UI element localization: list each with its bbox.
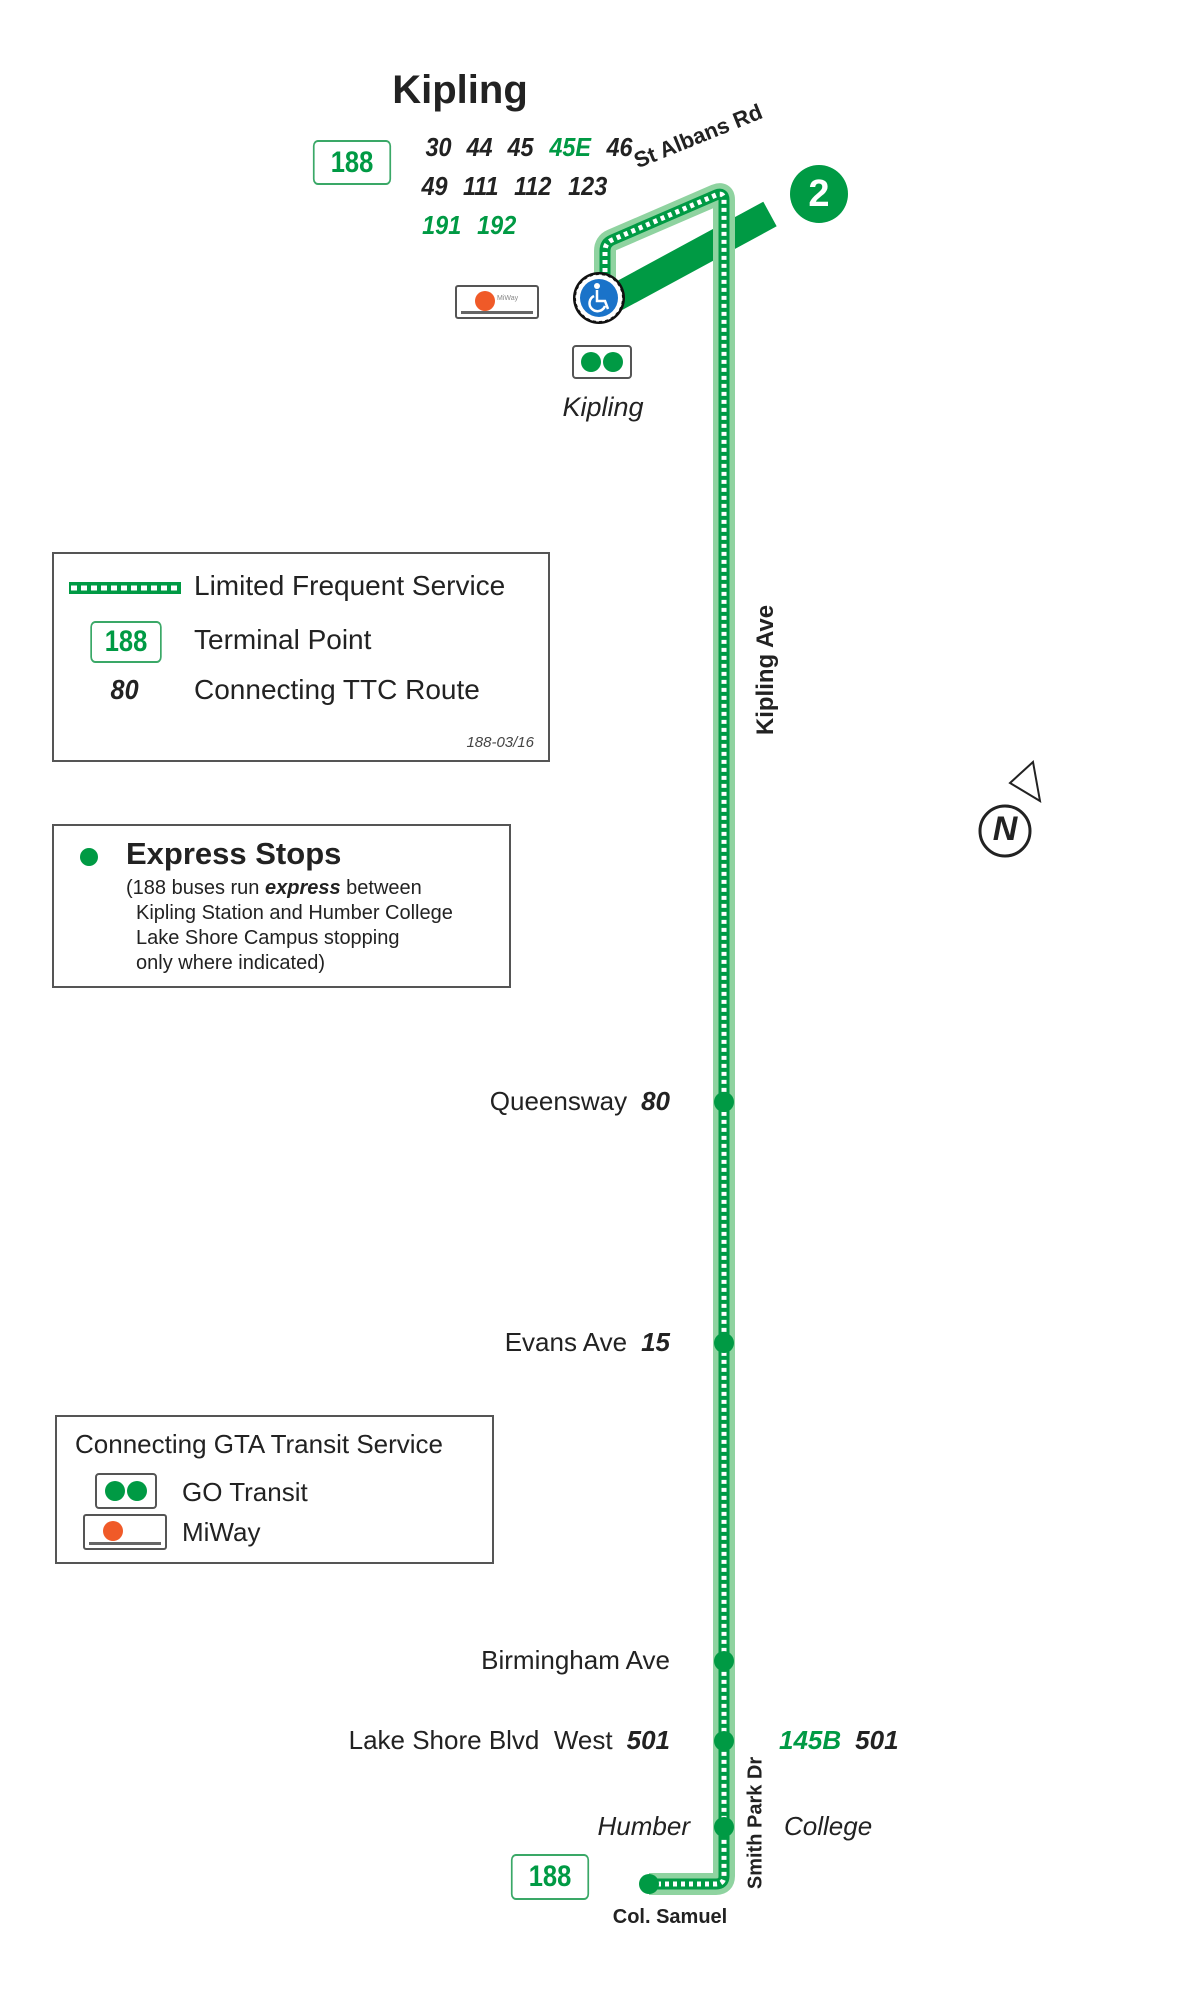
stop-dot-evans xyxy=(714,1333,734,1353)
stop-dot-lake-shore xyxy=(714,1731,734,1751)
gta-miway: MiWay xyxy=(182,1517,261,1547)
legend-terminal-box: 188 xyxy=(90,621,162,663)
go-transit-logo xyxy=(572,345,632,379)
stop-name: Evans Ave xyxy=(504,1327,628,1357)
limited-frequent-line-icon xyxy=(69,582,181,594)
legend-connecting-ttc: Connecting TTC Route xyxy=(194,674,480,705)
express-stops-legend: Express Stops (188 buses run express bet… xyxy=(52,824,511,988)
connecting-route-49: 49 xyxy=(421,171,448,201)
express-description: (188 buses run express between Kipling S… xyxy=(126,876,453,976)
gta-transit-legend: Connecting GTA Transit Service GO Transi… xyxy=(55,1415,494,1564)
connecting-routes-row: 49 111 112 123 xyxy=(420,169,646,208)
gta-go-transit: GO Transit xyxy=(182,1477,308,1507)
accessible-icon xyxy=(573,272,625,324)
miway-logo-text: MiWay xyxy=(497,295,519,302)
north-label: N xyxy=(992,810,1018,848)
stop-label-evans: Evans Ave 15 xyxy=(505,1327,670,1358)
connecting-route-191: 191 xyxy=(422,210,462,240)
miway-logo-mark xyxy=(103,1521,123,1541)
connecting-route-30: 30 xyxy=(425,132,452,162)
express-desc-4: only where indicated) xyxy=(136,952,325,974)
legend-terminal-point: Terminal Point xyxy=(194,624,372,655)
connecting-routes-row: 30 44 45 45E 46 xyxy=(420,130,646,169)
legend-ttc-route-sample: 80 xyxy=(110,674,139,705)
go-logo-o xyxy=(603,352,623,372)
lake-shore-routes-right: 145B 501 xyxy=(779,1725,899,1756)
humber-label-left: Humber xyxy=(597,1811,690,1841)
express-desc-1a: (188 buses run xyxy=(126,877,265,899)
connecting-route-44: 44 xyxy=(466,132,493,162)
go-logo-g xyxy=(105,1481,125,1501)
connecting-route-192: 192 xyxy=(477,210,517,240)
stop-dot-queensway xyxy=(714,1092,734,1112)
express-stop-dot-icon xyxy=(80,848,98,866)
connecting-route-123: 123 xyxy=(568,171,608,201)
station-label-kipling: Kipling xyxy=(562,392,644,422)
miway-logo-bar xyxy=(461,311,533,314)
express-desc-1c: between xyxy=(340,877,422,899)
express-desc-1b: express xyxy=(264,877,341,899)
stop-label-birmingham: Birmingham Ave xyxy=(481,1645,670,1676)
connecting-route-112: 112 xyxy=(514,171,552,201)
route-501: 501 xyxy=(855,1725,899,1755)
street-smith-park-dr: Smith Park Dr xyxy=(744,1756,767,1890)
connecting-routes-rows: 30 44 45 45E 46 49 111 112 123 191 192 xyxy=(420,130,646,247)
stop-name: Birmingham Ave xyxy=(481,1645,670,1675)
stop-label-queensway: Queensway 80 xyxy=(490,1086,670,1117)
go-logo-o xyxy=(127,1481,147,1501)
stop-name: Queensway xyxy=(489,1086,628,1116)
express-stops-title: Express Stops xyxy=(126,836,342,871)
express-desc-3: Lake Shore Campus stopping xyxy=(136,927,400,949)
street-kipling-ave: Kipling Ave xyxy=(752,604,779,736)
terminal-dot-south xyxy=(639,1874,659,1894)
terminal-label-col-samuel: Col. Samuel xyxy=(612,1906,728,1928)
terminal-route-box-north: 188 xyxy=(312,140,392,185)
miway-logo xyxy=(83,1514,167,1550)
terminal-station-title: Kipling xyxy=(392,68,528,112)
stop-dot-humber xyxy=(714,1817,734,1837)
miway-logo-bar xyxy=(89,1542,161,1545)
connecting-route-46: 46 xyxy=(606,132,633,162)
stop-route: 80 xyxy=(641,1086,670,1116)
connecting-route-45e: 45E xyxy=(549,132,591,162)
connecting-route-111: 111 xyxy=(462,171,499,201)
gta-legend-title: Connecting GTA Transit Service xyxy=(75,1429,444,1459)
connecting-routes: 30 44 45 45E 46 49 111 112 123 191 192 xyxy=(420,130,646,247)
express-desc-2: Kipling Station and Humber College xyxy=(136,902,453,924)
stop-label-lake-shore: Lake Shore Blvd West 501 xyxy=(349,1725,670,1756)
miway-logo: MiWay xyxy=(455,285,539,319)
miway-logo-mark xyxy=(475,291,495,311)
go-logo-g xyxy=(581,352,601,372)
connecting-route-45: 45 xyxy=(507,132,534,162)
stop-route: 501 xyxy=(626,1725,670,1755)
route-145b: 145B xyxy=(779,1725,842,1755)
connecting-routes-row: 191 192 xyxy=(420,208,646,247)
legend-box: Limited Frequent Service 188 Terminal Po… xyxy=(52,552,550,762)
stop-route: 15 xyxy=(641,1327,670,1357)
subway-line-2-badge: 2 xyxy=(790,165,848,223)
humber-label-right: College xyxy=(784,1811,873,1841)
map-code: 188-03/16 xyxy=(466,734,534,751)
subway-line-2-bar xyxy=(608,201,777,311)
legend-limited-frequent: Limited Frequent Service xyxy=(194,570,506,601)
stop-dot-birmingham xyxy=(714,1651,734,1671)
stop-name: Lake Shore Blvd West xyxy=(348,1725,613,1755)
north-arrow-icon xyxy=(978,760,1042,858)
route-path xyxy=(594,183,735,1895)
terminal-route-box-south: 188 xyxy=(510,1854,590,1900)
go-transit-logo xyxy=(95,1473,157,1509)
